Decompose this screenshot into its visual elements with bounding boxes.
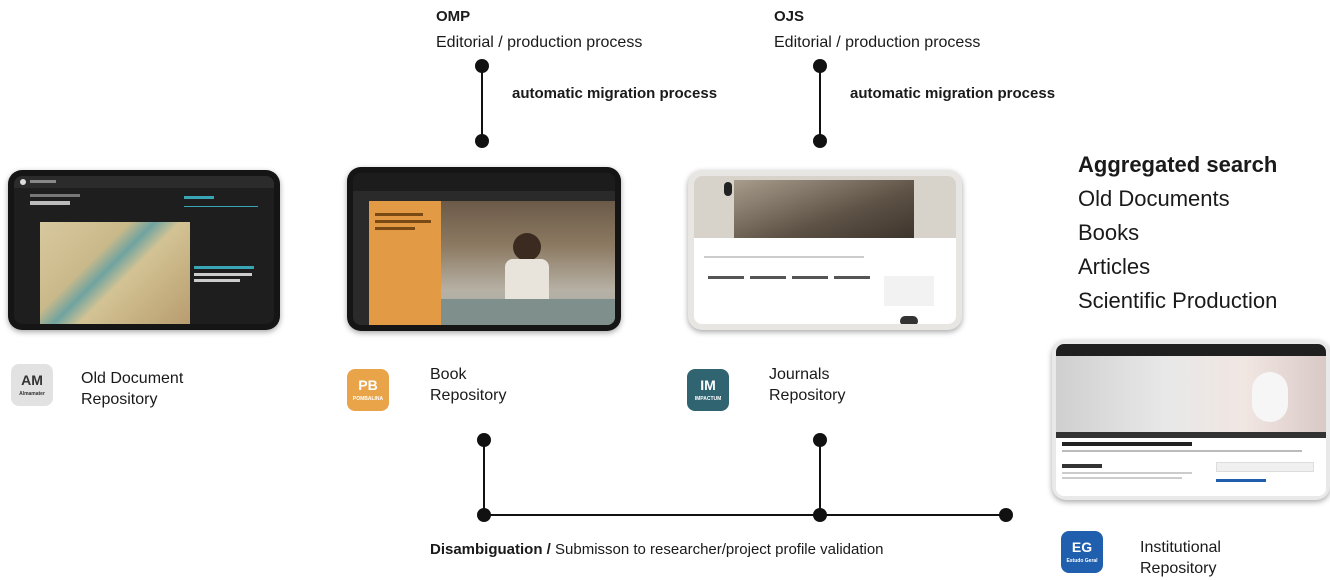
institutional-screenshot <box>1052 340 1330 500</box>
node-dot <box>999 508 1013 522</box>
aggregated-search-heading: Aggregated search <box>1078 152 1278 177</box>
badge-code: AM <box>21 372 43 388</box>
badge-code: IM <box>700 377 716 393</box>
institutional-repository-label: Institutional Repository <box>1140 539 1221 577</box>
estudo-geral-badge: EG Estudo Geral <box>1061 531 1103 573</box>
book-screenshot <box>347 167 621 331</box>
node-dot <box>475 134 489 148</box>
badge-code: EG <box>1071 539 1093 555</box>
pombalina-badge: PB POMBALINA <box>347 369 389 411</box>
badge-small-label: IMPACTUM <box>694 396 722 402</box>
aggregated-item: Old Documents <box>1078 186 1230 211</box>
almamater-badge: AM Almamater <box>11 364 53 406</box>
omp-title: OMP <box>436 8 471 25</box>
journals-repository-label: Journals Repository <box>769 366 846 404</box>
journal-screenshot <box>688 170 962 330</box>
omp-migration-label: automatic migration process <box>512 85 718 102</box>
badge-small-label: POMBALINA <box>352 396 384 402</box>
disambiguation-caption: Disambiguation / Submisson to researcher… <box>430 541 884 558</box>
node-dot <box>813 59 827 73</box>
node-dot <box>813 134 827 148</box>
node-dot <box>813 433 827 447</box>
node-dot <box>477 433 491 447</box>
old-document-screenshot <box>8 170 280 330</box>
impactum-badge: IM IMPACTUM <box>687 369 729 411</box>
node-dot <box>475 59 489 73</box>
disambiguation-rest: Submisson to researcher/project profile … <box>555 541 884 558</box>
old-document-repository-label: Old Document Repository <box>81 370 184 408</box>
badge-small-label: Estudo Geral <box>1066 558 1098 564</box>
ojs-title: OJS <box>774 8 805 25</box>
ojs-migration-label: automatic migration process <box>850 85 1056 102</box>
node-dot <box>477 508 491 522</box>
badge-code: PB <box>358 377 378 393</box>
aggregated-search-block: Aggregated search Old Documents Books Ar… <box>1078 148 1277 318</box>
badge-small-label: Almamater <box>19 391 45 397</box>
book-repository-label: Book Repository <box>430 366 507 404</box>
aggregated-item: Books <box>1078 220 1140 245</box>
aggregated-item: Articles <box>1078 254 1151 279</box>
ojs-subtitle: Editorial / production process <box>774 34 981 51</box>
disambiguation-bold: Disambiguation / <box>430 541 551 558</box>
node-dot <box>813 508 827 522</box>
omp-subtitle: Editorial / production process <box>436 34 643 51</box>
aggregated-item: Scientific Production <box>1078 288 1278 313</box>
